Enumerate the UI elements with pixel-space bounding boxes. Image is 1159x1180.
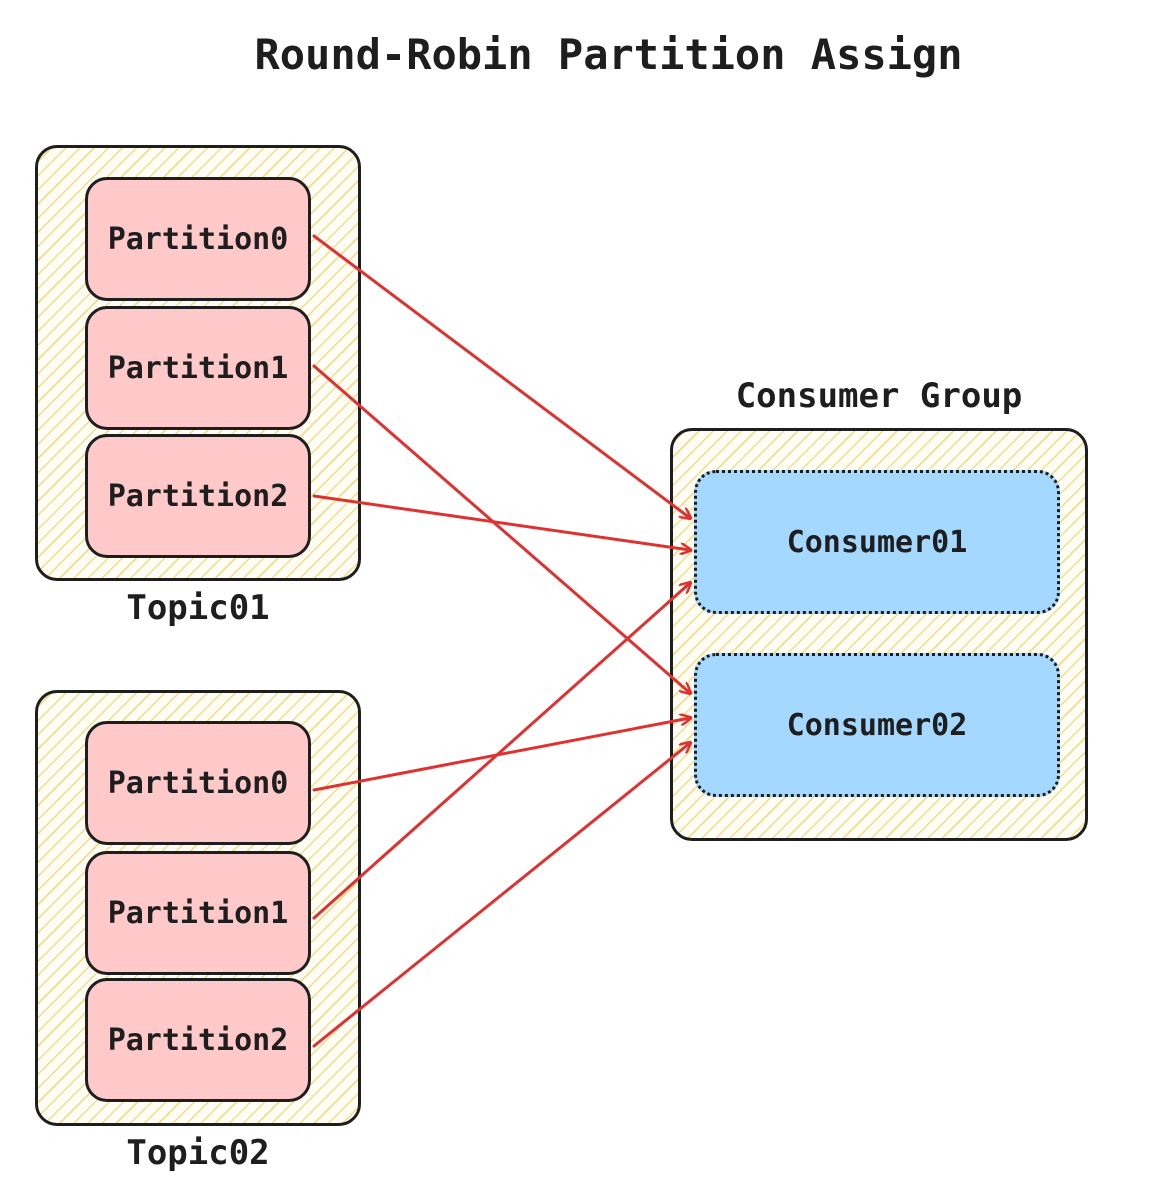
consumer02: Consumer02 <box>694 653 1060 797</box>
topic02-partition1: Partition1 <box>85 851 311 975</box>
partition-label: Partition2 <box>107 1022 289 1058</box>
topic02-label: Topic02 <box>126 1133 270 1173</box>
topic01-partition0: Partition0 <box>85 177 311 301</box>
topic01-label: Topic01 <box>126 588 270 628</box>
arrow-t1p2-c1 <box>312 494 690 550</box>
diagram-title: Round-Robin Partition Assign <box>254 30 963 79</box>
arrow-t1p0-c1 <box>312 234 690 518</box>
topic02-partition0: Partition0 <box>85 721 311 845</box>
arrow-t1p1-c2 <box>312 364 690 693</box>
partition-label: Partition1 <box>107 350 289 386</box>
topic02-partition2: Partition2 <box>85 978 311 1102</box>
arrow-t2p1-c1 <box>312 583 690 920</box>
topic01-partition2: Partition2 <box>85 434 311 558</box>
consumer-label: Consumer01 <box>786 524 968 560</box>
consumer-label: Consumer02 <box>786 707 968 743</box>
partition-label: Partition1 <box>107 895 289 931</box>
arrow-t2p0-c2 <box>312 718 690 792</box>
partition-label: Partition0 <box>107 221 289 257</box>
partition-label: Partition0 <box>107 765 289 801</box>
topic01-partition1: Partition1 <box>85 306 311 430</box>
consumer01: Consumer01 <box>694 470 1060 614</box>
consumer-group-label: Consumer Group <box>735 376 1023 416</box>
partition-label: Partition2 <box>107 478 289 514</box>
arrow-t2p2-c2 <box>312 743 690 1048</box>
